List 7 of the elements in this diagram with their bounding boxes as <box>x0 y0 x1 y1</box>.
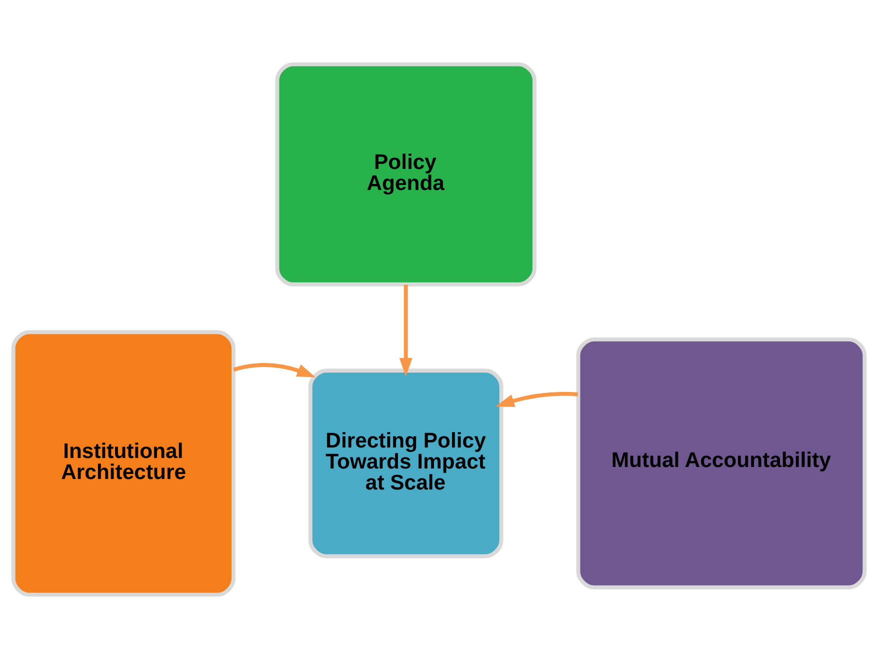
arrow <box>233 362 316 377</box>
node-box: Institutional Architecture <box>11 330 236 596</box>
node-box: Policy Agenda <box>275 62 536 286</box>
arrow <box>496 391 578 407</box>
node-box: Mutual Accountability <box>576 336 867 589</box>
node-box: Directing Policy Towards Impact at Scale <box>308 368 504 558</box>
arrow <box>399 284 412 376</box>
